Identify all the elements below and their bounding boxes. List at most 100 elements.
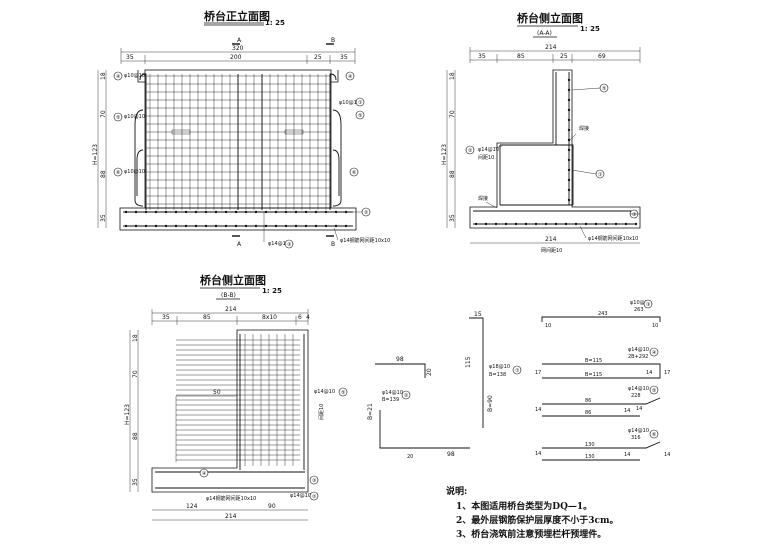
svg-text:④: ④ [202, 471, 207, 477]
bb-dim-124: 124 [186, 503, 198, 510]
bar2-label: φ14@10 [382, 390, 403, 396]
notes: 说明: 1、本图适用桥台类型为DQ—1。 2、最外层钢筋保护层厚度不小于3cm。… [446, 485, 619, 540]
bar6-dim-far: 14 [664, 452, 670, 458]
bar2-dim-hook: 20 [426, 368, 433, 376]
side-elevation-aa: 桥台侧立面图 (A-A) 1: 25 214 35 85 25 69 H=123… [441, 11, 641, 254]
bar1-length: B=138 [489, 372, 506, 378]
aa-dim-88: 88 [449, 170, 456, 178]
bar6-dim-left: 14 [535, 451, 541, 457]
svg-text:②: ② [468, 148, 473, 154]
bb-rebar-lines [175, 334, 305, 470]
bar2-dim-top: 98 [396, 356, 404, 363]
bar2-dim-bottom: 98 [447, 451, 455, 458]
bb-label-rebar-base: φ14@10 [290, 493, 311, 499]
front-dim-88: 88 [100, 170, 107, 178]
bar3-no: ③ [646, 302, 650, 308]
aa-title: 桥台侧立面图 [517, 11, 583, 25]
bar4-length: 2B+292 [628, 354, 648, 360]
front-section-a-bottom: A [237, 241, 242, 248]
aa-dim-69: 69 [598, 53, 606, 60]
bar5-dim-far: 14 [636, 406, 642, 412]
notes-heading: 说明: [446, 485, 467, 497]
bar5-dim-bottom: 86 [585, 410, 591, 416]
aa-rebar-dots [474, 78, 638, 226]
bar6-dim-top: 130 [585, 442, 595, 448]
front-dim-200: 200 [230, 54, 242, 61]
bb-label-mesh: φ14钢筋网间距10x10 [206, 495, 256, 502]
bar5-label: φ14@10 [628, 386, 649, 392]
bar1-dim-top: 15 [474, 311, 482, 318]
bar5-dim-right: 14 [624, 408, 630, 414]
aa-dim-70: 70 [449, 110, 456, 118]
front-dim-h: H=123 [92, 144, 99, 165]
aa-dim-h: H=123 [441, 144, 448, 165]
bb-label-spacing: 间距10 [318, 404, 325, 420]
bar5-dim-top: 86 [585, 398, 591, 404]
front-label-base-rebar: φ14@10 [268, 241, 289, 247]
bar5-length: 228 [631, 393, 641, 399]
front-elevation: 桥台正立面图 1: 25 A B 320 35 200 25 35 H=123 … [92, 9, 390, 249]
bb-subtitle: (B-B) [221, 292, 236, 299]
bb-dim-h: H=123 [124, 404, 131, 425]
front-section-a-top: A [237, 37, 242, 44]
svg-text:③: ③ [312, 478, 316, 484]
aa-label-weld-bottom: 焊接 [478, 195, 488, 202]
bar6-no: ⑥ [652, 432, 657, 438]
bar6-label: φ14@10 [628, 428, 649, 434]
bar3-dim-mid: 243 [598, 311, 608, 317]
aa-dim-35: 35 [449, 214, 456, 222]
bar3-dim-right: 10 [652, 323, 658, 329]
bar4-dim-right: 14 [646, 370, 652, 376]
aa-dim-25: 25 [560, 53, 568, 60]
aa-dim-bottom-note: 网间距10 [541, 247, 562, 254]
front-callout-4-left: ④ [116, 74, 121, 80]
bb-title: 桥台侧立面图 [200, 273, 266, 287]
front-section-b-bottom: B [331, 241, 335, 248]
bb-dim-6: 6 [298, 314, 302, 321]
bar1-no: ① [515, 368, 520, 374]
bb-dim-bottom-total: 214 [225, 513, 237, 520]
svg-text:①: ① [598, 172, 603, 178]
aa-label-spacing: 间距10 [478, 154, 494, 161]
aa-dim-85: 85 [517, 53, 525, 60]
bb-label-rebar-right: φ14@10 [314, 389, 335, 395]
notes-item-2: 2、最外层钢筋保护层厚度不小于3cm。 [456, 514, 619, 526]
bb-dim-90: 90 [268, 503, 276, 510]
front-section-b-top: B [331, 37, 335, 44]
svg-text:③: ③ [632, 212, 636, 218]
bb-dim-35: 35 [132, 478, 139, 486]
front-label-4-left: φ10@10 [124, 73, 145, 79]
bar4-dim-top: B=115 [585, 358, 602, 364]
bar1-label: φ18@10 [489, 364, 510, 370]
bar6-dim-bottom: 130 [585, 454, 595, 460]
front-dim-35b: 35 [340, 54, 348, 61]
bar-shapes: 98 20 φ14@10 B=139 ② B=21 98 20 15 115 φ… [367, 299, 670, 461]
svg-text:⑤: ⑤ [341, 390, 345, 396]
aa-dim-total: 214 [545, 44, 557, 51]
bar4-dim-left: 17 [535, 370, 541, 376]
bar6-dim-right: 14 [624, 452, 630, 458]
front-dim-18: 18 [100, 72, 107, 80]
aa-label-mesh: φ14钢筋网间距10x10 [588, 235, 638, 242]
side-elevation-bb: 桥台侧立面图 (B-B) 1: 25 214 35 85 8x10 6 4 H=… [124, 273, 348, 521]
notes-item-1: 1、本图适用桥台类型为DQ—1。 [456, 500, 592, 512]
front-callout-6-right: ⑥ [352, 170, 357, 176]
front-callout-1-right: ① [358, 100, 363, 106]
aa-dim-bottom-total: 214 [545, 236, 557, 243]
bar1-dim-b: B=90 [487, 395, 494, 412]
front-callout-6-left: ⑥ [116, 170, 121, 176]
front-callout-4-right: ④ [348, 74, 353, 80]
aa-dim-18: 18 [449, 72, 456, 80]
front-label-1-right: φ10@10 [339, 100, 360, 106]
front-callout-5-right: ⑤ [358, 113, 362, 119]
bar4-no: ④ [652, 350, 657, 356]
bar4-dim-bottom: B=115 [585, 372, 602, 378]
aa-scale: 1: 25 [580, 25, 600, 33]
bar3-label: φ10@10 [630, 300, 651, 306]
bb-dim-88: 88 [132, 432, 139, 440]
bb-label-50: 50 [213, 389, 221, 396]
notes-item-3: 3、桥台浇筑前注意预埋栏杆预埋件。 [456, 528, 606, 540]
bar4-label: φ14@10 [628, 347, 649, 353]
bb-dim-70: 70 [132, 370, 139, 378]
bb-scale: 1: 25 [262, 287, 282, 295]
